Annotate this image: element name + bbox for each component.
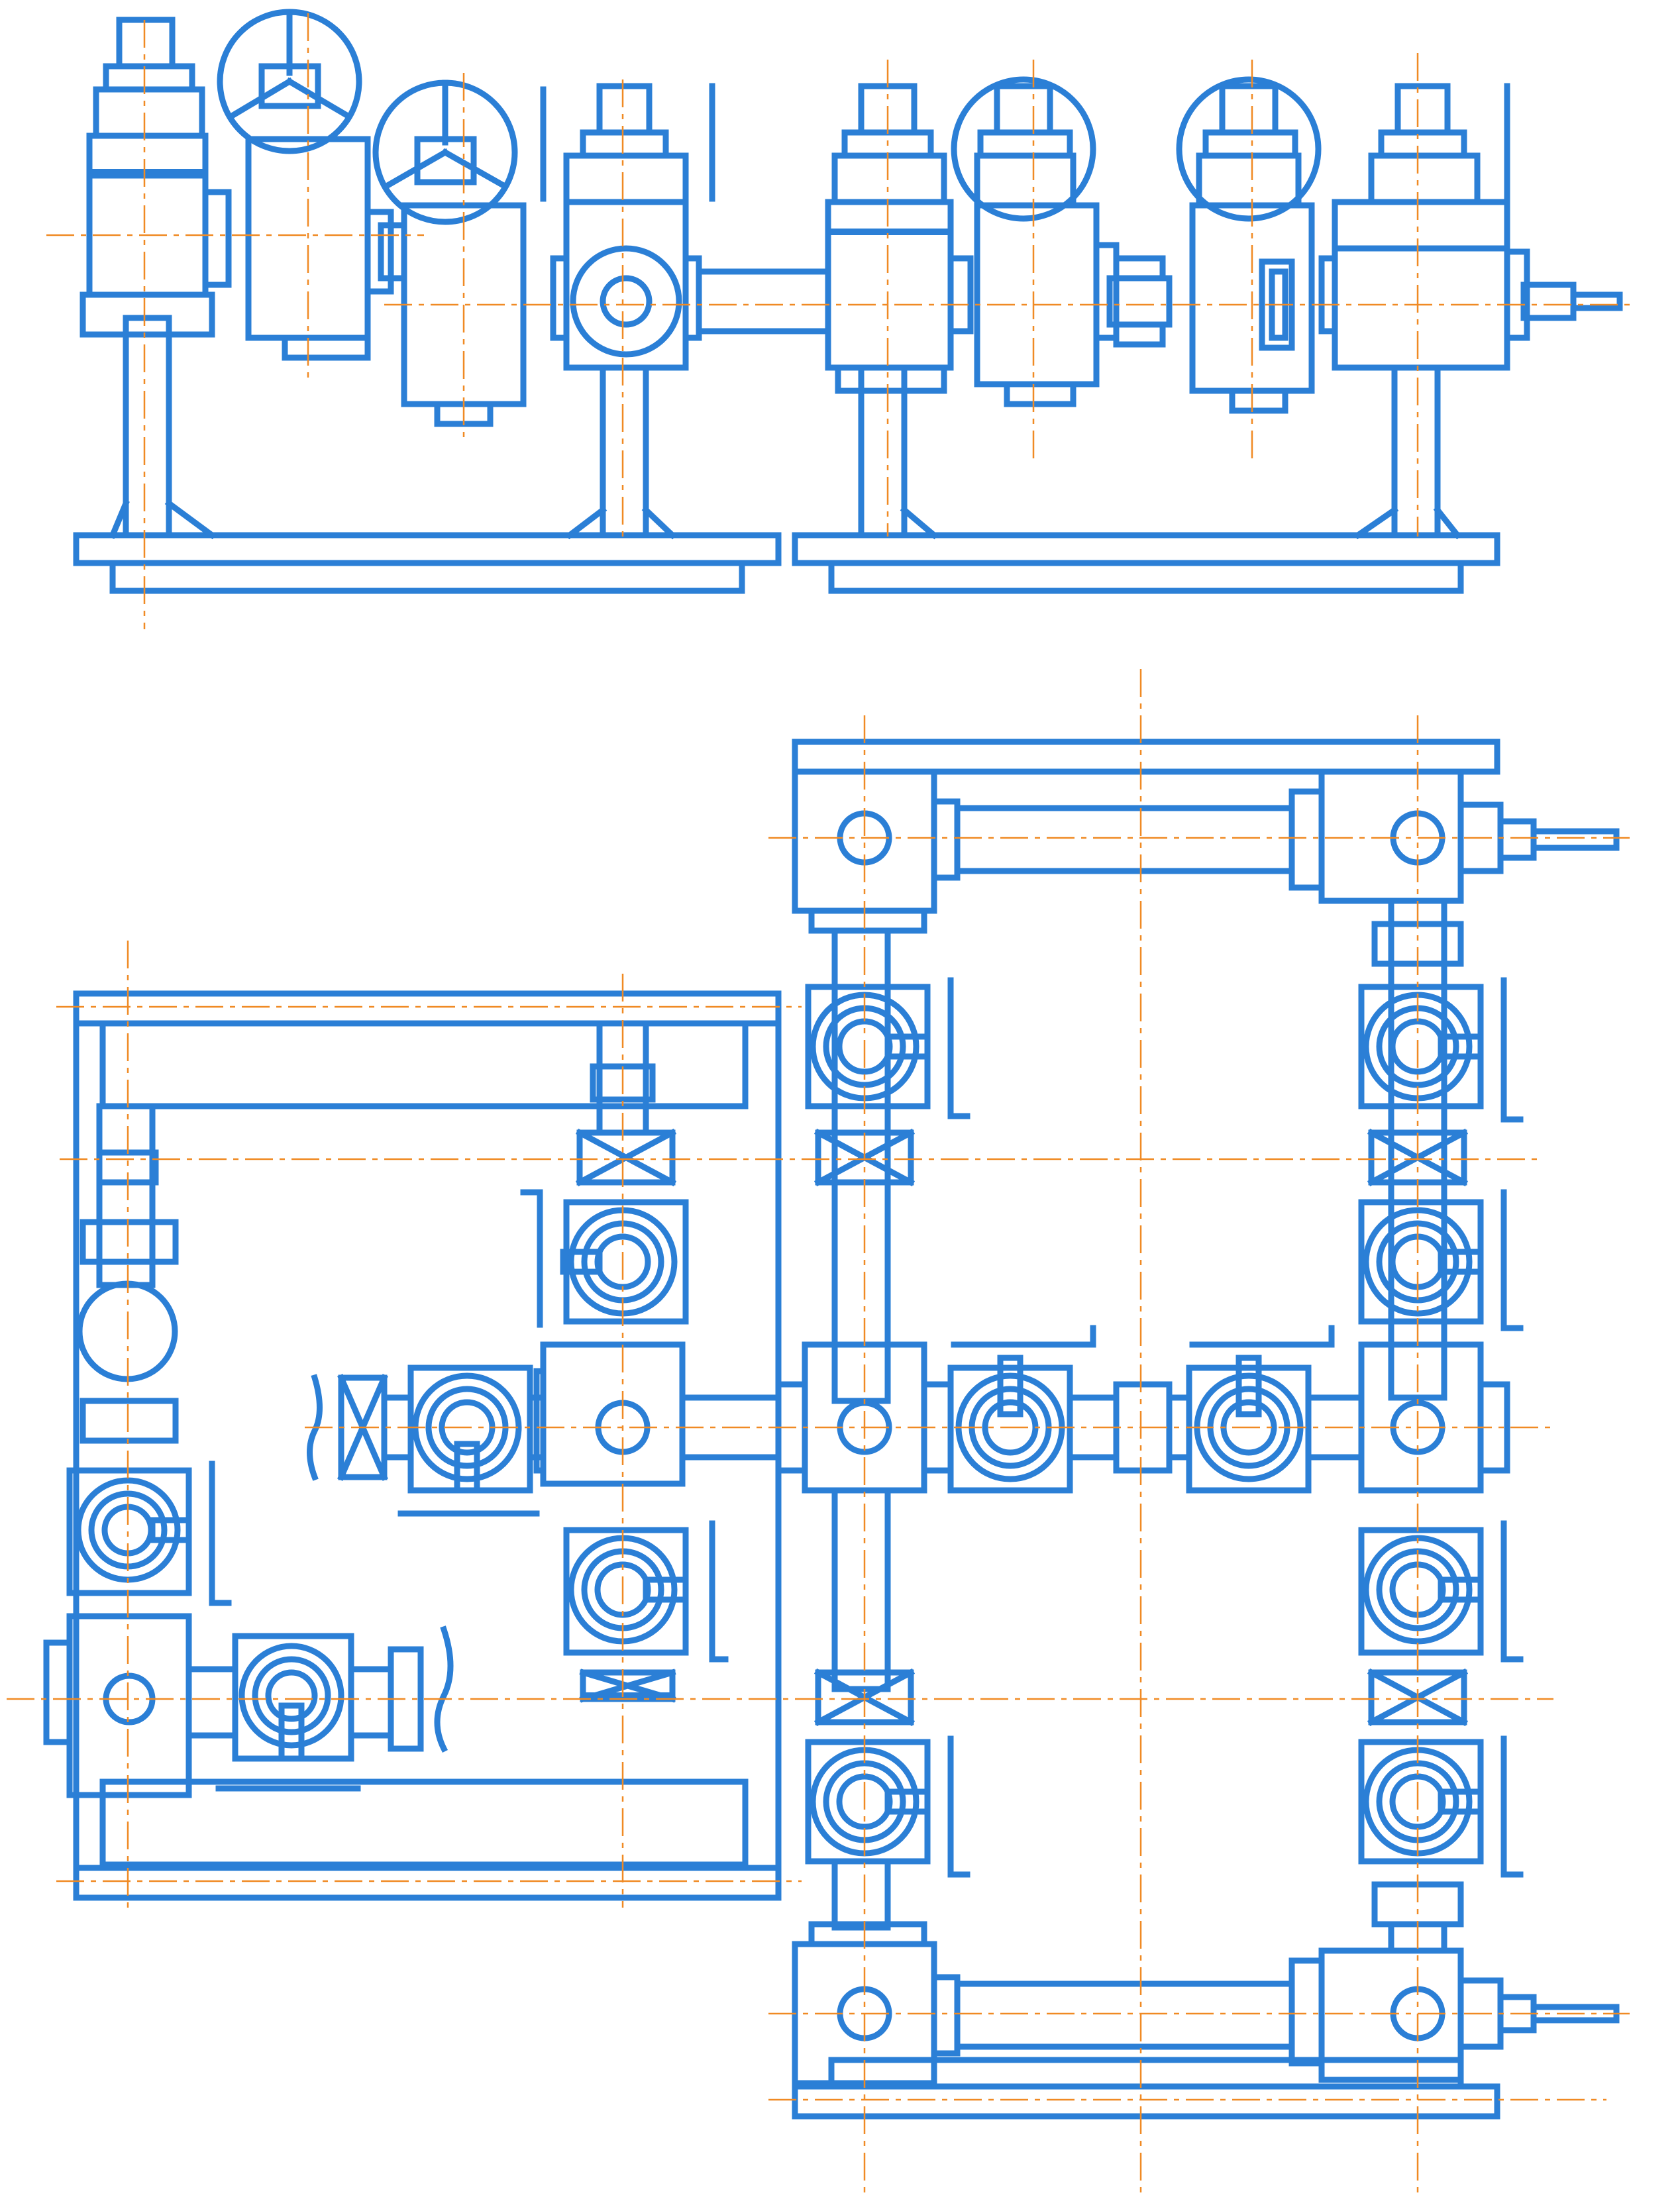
valve-5 — [825, 83, 974, 394]
ball-valve — [563, 1199, 689, 1325]
gate-valve-4 — [540, 83, 715, 371]
handwheel-valve-2 — [217, 9, 394, 361]
handwheel-icon — [1176, 76, 1322, 222]
support-columns — [109, 315, 1462, 540]
centerlines — [7, 13, 1630, 2199]
left-skid-base — [73, 532, 782, 594]
ball-valve — [66, 1467, 192, 1596]
cross-fitting — [1358, 1341, 1484, 1494]
left-riser — [43, 1103, 454, 1798]
handwheel-valve-7 — [1176, 76, 1322, 414]
right-skid-base — [792, 532, 1500, 594]
actuated-valve-1 — [79, 17, 232, 338]
handwheel-valve-6 — [951, 76, 1120, 407]
handwheel-icon — [951, 76, 1096, 222]
inner-cross — [307, 1020, 782, 1703]
plan-view — [43, 739, 1620, 2120]
header-pipe — [696, 255, 1623, 348]
gate-valve-icon — [576, 1129, 676, 1186]
handwheel-valve-3 — [372, 79, 527, 427]
end-valve-8 — [1318, 83, 1530, 371]
front-elevation-view — [73, 9, 1623, 594]
cross-fitting — [540, 1341, 686, 1487]
